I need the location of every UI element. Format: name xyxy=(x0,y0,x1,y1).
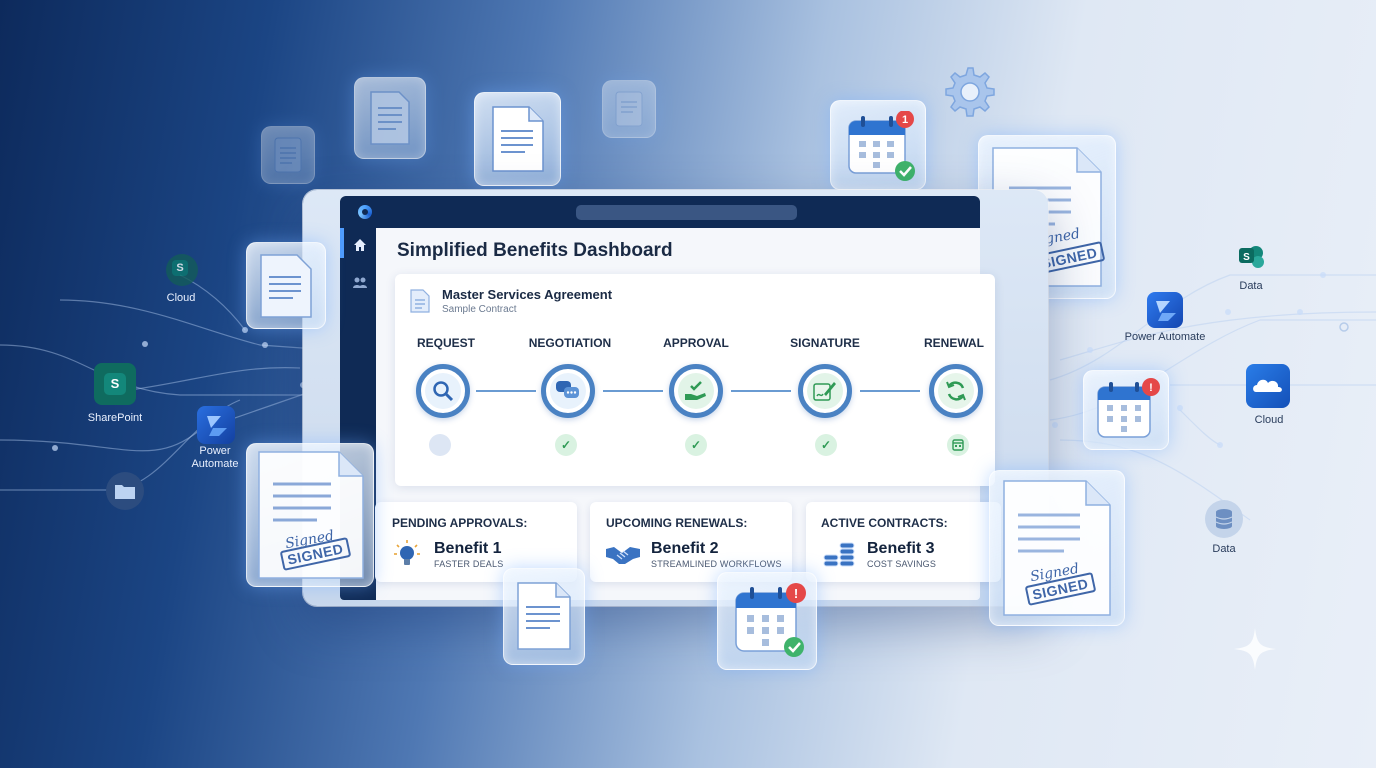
status-complete-check-icon: ✓ xyxy=(555,434,577,456)
stage-label-signature: SIGNATURE xyxy=(790,336,860,350)
stage-signature[interactable] xyxy=(798,364,852,418)
floating-document xyxy=(261,126,315,184)
status-calendar-icon xyxy=(947,434,969,456)
floating-document xyxy=(246,242,326,329)
calendar-icon: ! xyxy=(735,583,806,657)
svg-text:1: 1 xyxy=(902,114,908,126)
cloud-label: Cloud xyxy=(166,292,196,304)
stage-request[interactable] xyxy=(416,364,470,418)
top-bar xyxy=(340,196,980,228)
kpi-heading: ACTIVE CONTRACTS: xyxy=(821,516,948,530)
calendar-card: 1 xyxy=(830,100,926,190)
kpi-heading: UPCOMING RENEWALS: xyxy=(606,516,748,530)
kpi-value: Benefit 3 xyxy=(867,540,935,557)
document-icon xyxy=(492,106,544,172)
svg-text:S: S xyxy=(1243,252,1250,263)
chat-bubbles-icon xyxy=(556,381,579,398)
kpi-upcoming-renewals[interactable] xyxy=(590,502,792,582)
folder-icon[interactable] xyxy=(106,472,144,510)
floating-document xyxy=(474,92,561,186)
kpi-subtitle: FASTER DEALS xyxy=(434,559,504,569)
floating-document xyxy=(602,80,656,138)
document-icon xyxy=(517,582,571,650)
status-complete-check-icon: ✓ xyxy=(815,434,837,456)
approval-hand-check-icon xyxy=(685,381,706,400)
power-automate-icon[interactable] xyxy=(197,406,235,444)
stage-approval[interactable] xyxy=(669,364,723,418)
signed-document-card: Signed SIGNED xyxy=(246,443,374,587)
coin-stack-icon xyxy=(823,542,855,567)
calendar-card: ! xyxy=(1083,370,1169,450)
database-icon[interactable] xyxy=(1205,500,1243,538)
sharepoint-icon[interactable]: S xyxy=(94,363,136,405)
sidebar-active-indicator xyxy=(340,228,344,258)
handshake-icon xyxy=(606,547,640,564)
document-icon xyxy=(1003,480,1111,616)
data-label: Data xyxy=(1239,280,1263,292)
sparkle-icon xyxy=(1234,628,1276,670)
kpi-heading: PENDING APPROVALS: xyxy=(392,516,528,530)
document-icon xyxy=(258,451,364,579)
kpi-value: Benefit 1 xyxy=(434,540,502,557)
stage-connector xyxy=(731,390,791,392)
document-icon xyxy=(615,91,643,127)
stage-label-negotiation: NEGOTIATION xyxy=(528,336,612,350)
stage-label-request: REQUEST xyxy=(416,336,475,350)
magnifier-icon xyxy=(433,381,454,402)
document-icon xyxy=(370,91,410,145)
sharepoint-label: SharePoint xyxy=(87,412,143,424)
gear-icon xyxy=(945,67,995,117)
signature-pen-icon xyxy=(813,382,836,401)
kpi-value: Benefit 2 xyxy=(651,540,719,557)
stage-renewal[interactable] xyxy=(929,364,983,418)
contract-subtitle: Sample Contract xyxy=(442,304,517,315)
power-automate-icon[interactable] xyxy=(1147,292,1183,328)
contract-title: Master Services Agreement xyxy=(442,287,613,302)
stage-label-approval: APPROVAL xyxy=(663,336,729,350)
calendar-icon: ! xyxy=(1097,378,1160,438)
lightbulb-icon xyxy=(394,540,420,565)
stage-connector xyxy=(603,390,663,392)
users-icon[interactable] xyxy=(352,276,368,290)
home-icon[interactable] xyxy=(353,238,367,252)
sharepoint-data-icon[interactable]: S xyxy=(1236,242,1266,272)
calendar-card: ! xyxy=(717,572,817,670)
search-bar[interactable] xyxy=(576,205,797,220)
calendar-icon: 1 xyxy=(848,111,915,181)
kpi-subtitle: STREAMLINED WORKFLOWS xyxy=(651,559,782,569)
cloud-label: Cloud xyxy=(1254,414,1284,426)
status-pending-dot xyxy=(429,434,451,456)
kpi-active-contracts[interactable] xyxy=(806,502,1001,582)
signed-document-card: Signed SIGNED xyxy=(989,470,1125,626)
stage-connector xyxy=(476,390,536,392)
kpi-subtitle: COST SAVINGS xyxy=(867,559,937,569)
power-automate-label: Power Automate xyxy=(1124,331,1206,343)
onedrive-cloud-icon[interactable] xyxy=(1246,364,1290,408)
svg-text:!: ! xyxy=(794,586,798,601)
stage-connector xyxy=(860,390,920,392)
stage-negotiation[interactable] xyxy=(541,364,595,418)
svg-text:!: ! xyxy=(1149,382,1153,394)
data-label: Data xyxy=(1212,543,1236,555)
floating-document xyxy=(354,77,426,159)
power-automate-label: Power Automate xyxy=(191,445,239,470)
sharepoint-cloud-icon[interactable]: S xyxy=(166,254,198,286)
document-icon xyxy=(260,254,312,318)
status-complete-check-icon: ✓ xyxy=(685,434,707,456)
refresh-icon xyxy=(946,381,966,401)
page-title: Simplified Benefits Dashboard xyxy=(397,240,673,261)
contract-document-icon xyxy=(410,289,430,313)
stage-label-renewal: RENEWAL xyxy=(924,336,984,350)
document-icon xyxy=(274,137,302,173)
floating-document xyxy=(503,568,585,665)
app-logo-icon xyxy=(358,205,372,219)
